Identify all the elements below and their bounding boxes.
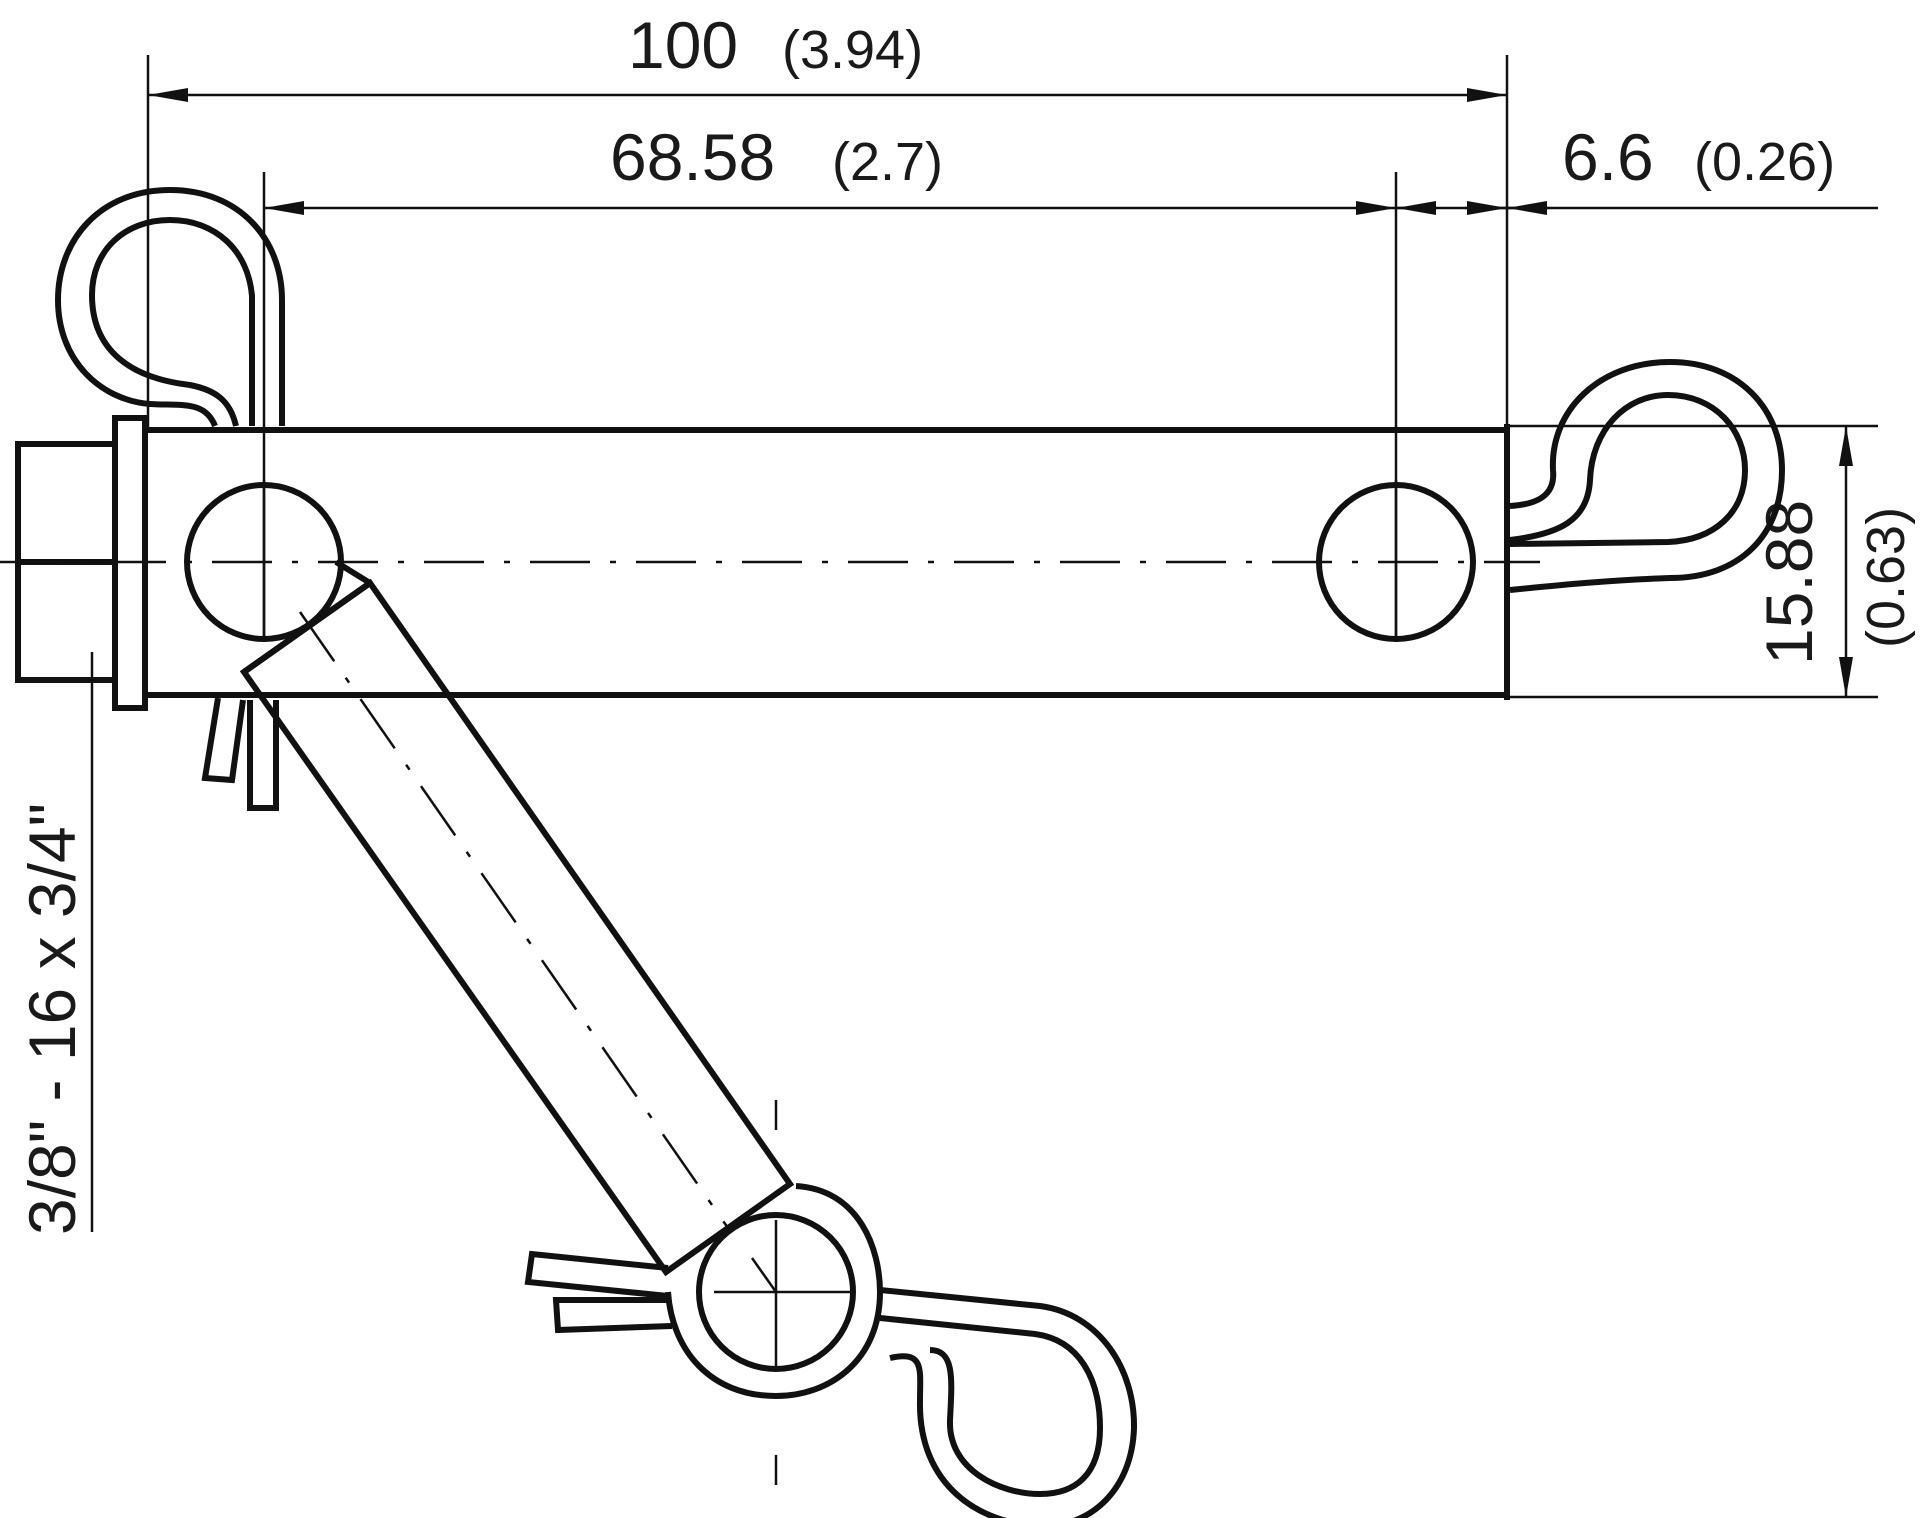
dimension-15-88: 15.88 (0.63) (1752, 426, 1916, 697)
dim-6-6-alt: (0.26) (1694, 132, 1835, 192)
thread-spec-label: 3/8" - 16 x 3/4" (15, 803, 89, 1235)
dim-68-value: 68.58 (610, 120, 775, 194)
dim-100-alt: (3.94) (782, 20, 923, 80)
dimension-100: 100 (3.94) (148, 8, 1507, 102)
hairpin-clip-left (54, 186, 285, 811)
dim-15-88-alt: (0.63) (1856, 507, 1916, 648)
dimension-6-6: 6.6 (0.26) (1396, 120, 1878, 215)
extension-lines (90, 55, 1878, 1232)
dim-6-6-value: 6.6 (1562, 120, 1654, 194)
angled-pin (239, 559, 856, 1485)
hairpin-clip-right (1509, 358, 1786, 593)
hairpin-clip-lower (524, 1183, 1138, 1518)
dimension-68-58: 68.58 (2.7) (264, 120, 1396, 215)
dim-100-value: 100 (628, 8, 738, 82)
thread-callout: 3/8" - 16 x 3/4" (15, 803, 89, 1235)
dim-15-88-value: 15.88 (1752, 500, 1826, 665)
center-lines (0, 480, 1540, 640)
angled-pin-hole (696, 1212, 856, 1372)
dim-68-alt: (2.7) (832, 132, 943, 192)
